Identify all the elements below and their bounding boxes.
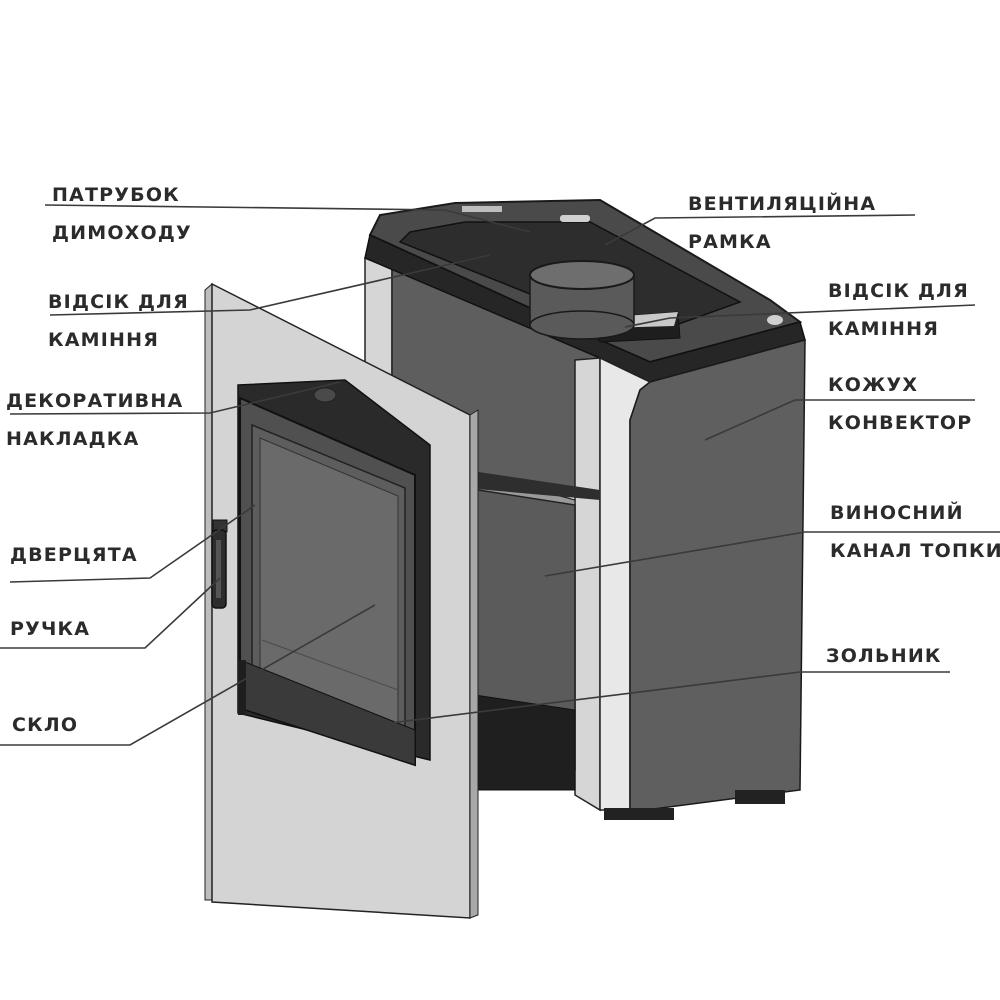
frame-bolt	[767, 315, 783, 325]
leader-vent-frame	[604, 214, 916, 246]
convector-casing-side	[629, 339, 806, 813]
decorative-panel-edge	[469, 409, 479, 919]
leader-firebox	[544, 531, 1000, 577]
leader-glass	[0, 604, 376, 746]
panel-hole	[313, 387, 337, 403]
leader-handle	[0, 577, 221, 649]
leader-flue-pipe	[44, 204, 531, 233]
leader-convector	[704, 399, 975, 441]
foot-right-2	[735, 790, 785, 804]
leader-decorative-panel	[9, 381, 341, 415]
foot-right-1	[604, 808, 674, 820]
convector-casing-front-light	[574, 357, 601, 812]
frame-slot-1	[462, 206, 502, 212]
firebox-channel-shadow	[465, 470, 600, 500]
label-handle: РУЧКА	[10, 618, 91, 640]
label-ash-pan: ЗОЛЬНИК	[826, 645, 942, 667]
label-glass: СКЛО	[12, 714, 79, 736]
door-hinge	[238, 660, 246, 715]
label-door: ДВЕРЦЯТА	[10, 544, 138, 566]
leader-ash-pan	[317, 671, 950, 733]
door	[211, 396, 416, 767]
glass-reflection	[261, 639, 399, 691]
flue-pipe	[529, 260, 635, 340]
leader-stone-right	[624, 304, 976, 328]
leader-door	[9, 504, 256, 583]
leader-stone-left	[49, 254, 491, 316]
door-handle	[211, 519, 228, 609]
leader-lines	[0, 204, 1000, 746]
frame-slot-2	[560, 215, 590, 222]
